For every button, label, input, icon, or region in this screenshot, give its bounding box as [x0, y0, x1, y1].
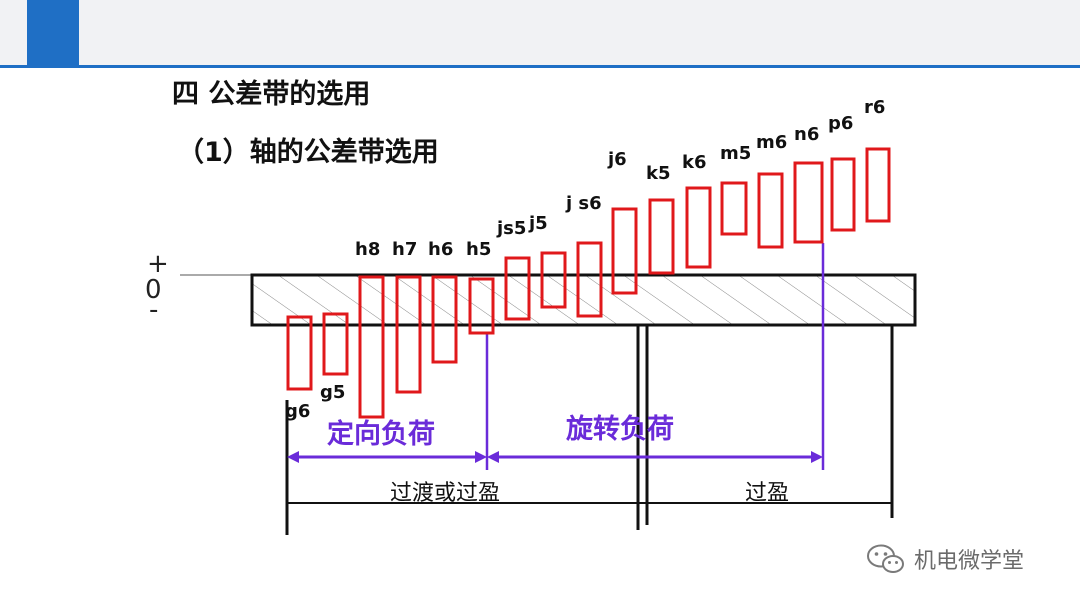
fixed-load-label: 定向负荷	[327, 418, 435, 450]
tolerance-band-j6	[611, 207, 638, 295]
tolerance-band-g6	[286, 315, 313, 391]
tolerance-band-j5	[540, 251, 567, 309]
top-bar	[0, 0, 1080, 68]
fit-label-n6: n6	[794, 124, 819, 145]
zero-sign: 0	[145, 275, 162, 305]
fit-label-m6: m6	[756, 132, 787, 153]
rotating-load-arrowhead-right	[811, 451, 823, 463]
fit-label-js5: js5	[496, 218, 526, 239]
tolerance-band-g5	[322, 312, 349, 376]
tolerance-band-h8	[358, 275, 385, 419]
wechat-icon	[867, 544, 904, 573]
tolerance-band-p6	[830, 157, 856, 232]
fit-label-g5: g5	[320, 382, 345, 403]
fit-label-g6: g6	[285, 401, 310, 422]
fit-label-js6: j s6	[565, 193, 602, 214]
watermark: 机电微学堂	[866, 542, 1024, 576]
fit-label-p6: p6	[828, 113, 853, 134]
accent-block	[27, 0, 79, 68]
fixed-load-arrowhead-right	[475, 451, 487, 463]
zone-transition-label: 过渡或过盈	[390, 481, 500, 506]
zone-interference-label: 过盈	[745, 481, 789, 506]
page-title: 四 公差带的选用	[172, 79, 371, 110]
tolerance-band-js6	[576, 241, 603, 318]
fit-label-m5: m5	[720, 143, 751, 164]
tolerance-band-r6	[865, 147, 891, 223]
fit-label-h7: h7	[392, 239, 417, 260]
tolerance-band-h7	[395, 275, 422, 394]
tolerance-band-h5	[468, 277, 495, 335]
fixed-load-arrowhead-left	[287, 451, 299, 463]
tolerance-band-m5	[720, 181, 748, 236]
watermark-text: 机电微学堂	[914, 549, 1025, 574]
rotating-load-label: 旋转负荷	[566, 414, 674, 445]
hole-band	[250, 273, 917, 327]
page-subtitle: （1）轴的公差带选用	[177, 137, 439, 168]
tolerance-band-k5	[648, 198, 675, 275]
fit-label-r6: r6	[864, 97, 885, 118]
fit-label-h8: h8	[355, 239, 380, 260]
tolerance-band-n6	[793, 161, 824, 244]
fit-label-k5: k5	[646, 163, 671, 184]
rotating-load-arrowhead-left	[487, 451, 499, 463]
tolerance-band-h6	[431, 275, 458, 364]
fit-label-j6: j6	[607, 149, 627, 170]
tolerance-band-js5	[504, 256, 531, 321]
fit-label-k6: k6	[682, 152, 707, 173]
fit-label-h6: h6	[428, 239, 453, 260]
tolerance-band-m6	[757, 172, 784, 249]
fit-label-j5: j5	[528, 213, 548, 234]
plus-sign: +	[147, 249, 169, 279]
tolerance-band-k6	[685, 186, 712, 269]
fit-label-h5: h5	[466, 239, 491, 260]
minus-sign: -	[149, 295, 158, 325]
